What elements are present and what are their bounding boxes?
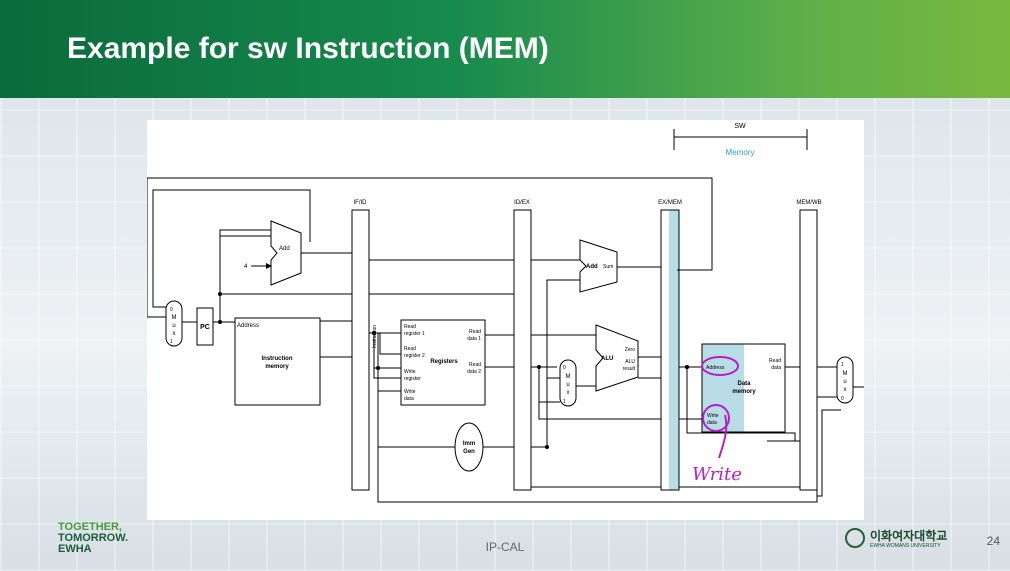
logo-line-1: TOGETHER,	[58, 521, 122, 533]
instr-mem-title-2: memory	[265, 364, 289, 370]
together-tomorrow-logo: TOGETHER, TOMORROW. EWHA	[58, 522, 148, 562]
slide-title: Example for sw Instruction (MEM)	[67, 32, 549, 65]
alu-label: ALU	[601, 356, 613, 362]
write-annotation: Write	[692, 464, 742, 485]
pc-label: PC	[200, 324, 210, 331]
logo-line-2: TOMORROW.	[58, 532, 129, 544]
wires	[147, 177, 864, 503]
rr1-b: register 1	[404, 331, 425, 337]
rd2-b: data 2	[467, 369, 481, 375]
alu-zero: Zero	[625, 347, 636, 353]
imm-gen	[454, 422, 484, 472]
exmem-label: EX/MEM	[658, 200, 682, 206]
wd-b: data	[404, 396, 414, 402]
stage-bracket	[673, 129, 808, 150]
junction-dots	[218, 292, 689, 449]
const-four: 4	[244, 264, 248, 270]
wb-mux-in0: 0	[841, 396, 844, 402]
title-bar: Example for sw Instruction (MEM)	[0, 0, 1010, 98]
pc-register	[196, 307, 214, 346]
branch-add-label: Add	[586, 264, 598, 270]
imm-gen-b: Gen	[463, 449, 475, 455]
ifid-register	[351, 209, 370, 491]
footer-label: IP-CAL	[485, 540, 525, 554]
rr1-a: Read	[404, 324, 416, 330]
dm-wd-a: Write	[707, 413, 719, 419]
alu-mux-in1: 1	[563, 399, 566, 405]
handwritten-annotations	[701, 356, 739, 459]
alu-mux	[559, 359, 577, 407]
logo-line-3: EWHA	[58, 543, 92, 555]
ewha-name: 이화여자대학교	[870, 529, 948, 543]
wb-mux-x: x	[844, 387, 847, 393]
wb-mux-m: M	[843, 371, 848, 377]
dm-rd-a: Read	[769, 358, 781, 364]
rr2-a: Read	[404, 346, 416, 352]
page-number: 24	[986, 534, 1000, 548]
pc-mux-in0: 0	[170, 307, 173, 313]
dm-title-a: Data	[737, 381, 751, 387]
instruction-label: Instruction	[372, 325, 378, 348]
rr2-b: register 2	[404, 353, 425, 359]
instr-mem-title-1: Instruction	[262, 356, 293, 362]
alu-mux-in0: 0	[563, 365, 566, 371]
branch-adder	[579, 239, 618, 293]
pc-adder	[270, 220, 302, 286]
ewha-logo: 이화여자대학교 EWHA WOMANS UNIVERSITY	[845, 526, 965, 554]
alu-mux-u: u	[566, 382, 569, 388]
alu-result-b: result	[623, 366, 636, 372]
dm-address: Address	[706, 365, 725, 371]
pc-mux-u: u	[172, 323, 175, 329]
pc-mux-in1: 1	[170, 339, 173, 345]
instr-mem-address: Address	[237, 323, 259, 329]
rd1-a: Read	[469, 329, 481, 335]
alu-mux-x: x	[567, 390, 570, 396]
imm-gen-a: Imm	[463, 441, 475, 447]
dm-wd-b: data	[707, 420, 717, 426]
wd-a: Write	[404, 389, 416, 395]
ewha-subname: EWHA WOMANS UNIVERSITY	[870, 543, 941, 549]
pc-mux-m: M	[172, 315, 177, 321]
instruction-memory	[234, 317, 321, 406]
idex-label: ID/EX	[514, 200, 530, 206]
pipeline-diagram: SW Memory IF/ID ID/EX EX/MEM MEM/WB	[147, 120, 864, 520]
alu-mux-m: M	[566, 374, 571, 380]
wb-mux-u: u	[843, 379, 846, 385]
pc-mux-x: x	[173, 331, 176, 337]
rd2-a: Read	[469, 362, 481, 368]
wr-b: register	[404, 376, 421, 382]
ifid-label: IF/ID	[354, 200, 368, 206]
stage-label-memory: Memory	[726, 148, 755, 157]
registers-title: Registers	[430, 359, 458, 365]
dm-title-b: memory	[732, 389, 756, 395]
branch-sum-label: Sum	[603, 264, 613, 270]
wb-mux	[836, 356, 854, 404]
memwb-register	[799, 209, 818, 491]
register-file	[400, 319, 486, 406]
wr-a: Write	[404, 369, 416, 375]
dm-rd-b: data	[771, 365, 781, 371]
alu-result-a: ALU	[625, 359, 635, 365]
idex-register	[513, 209, 532, 491]
ewha-emblem-icon	[845, 528, 865, 548]
pc-adder-label: Add	[279, 246, 290, 252]
rd1-b: data 1	[467, 336, 481, 342]
memwb-label: MEM/WB	[796, 200, 821, 206]
wb-mux-in1: 1	[841, 362, 844, 368]
stage-label-sw: SW	[734, 123, 746, 130]
alu	[595, 324, 639, 392]
pc-mux	[165, 300, 183, 347]
